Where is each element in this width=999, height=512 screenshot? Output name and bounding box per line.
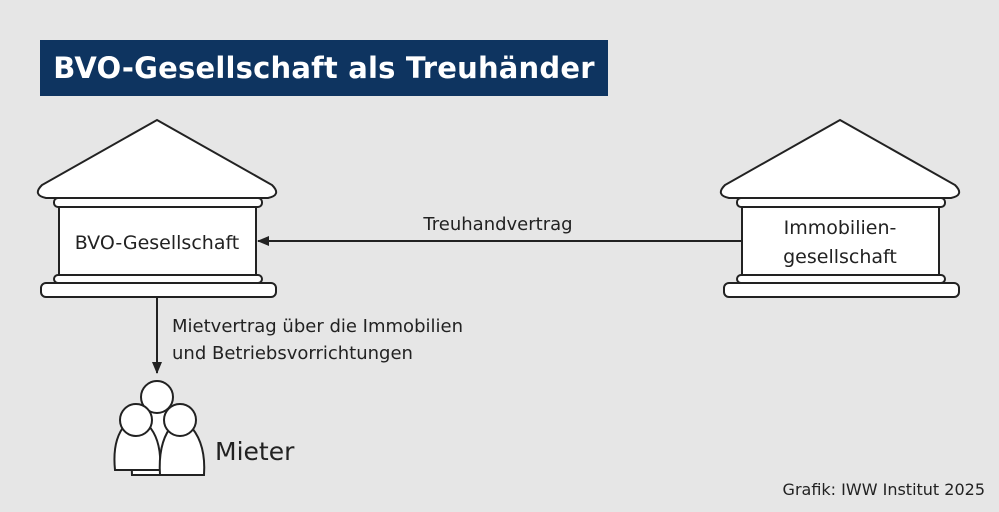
building-immobiliengesellschaft: Immobilien- gesellschaft [719, 118, 961, 298]
node-label-immobilien-2: gesellschaft [783, 246, 897, 268]
roof-icon [719, 118, 961, 199]
building-bvo-gesellschaft: BVO-Gesellschaft [36, 118, 278, 298]
diagram-title: BVO-Gesellschaft als Treuhänder [40, 40, 608, 96]
credit-text: Grafik: IWW Institut 2025 [782, 480, 985, 499]
node-label-bvo: BVO-Gesellschaft [75, 232, 240, 254]
node-label-mieter: Mieter [215, 437, 295, 466]
tenants-group-icon [113, 380, 206, 476]
node-label-immobilien-1: Immobilien- [784, 217, 897, 239]
edge-label-miet-1: Mietvertrag über die Immobilien [172, 316, 463, 337]
roof-icon [36, 118, 278, 199]
edge-label-miet-2: und Betriebsvorrichtungen [172, 343, 413, 364]
edge-label-treuhand: Treuhandvertrag [422, 214, 572, 235]
